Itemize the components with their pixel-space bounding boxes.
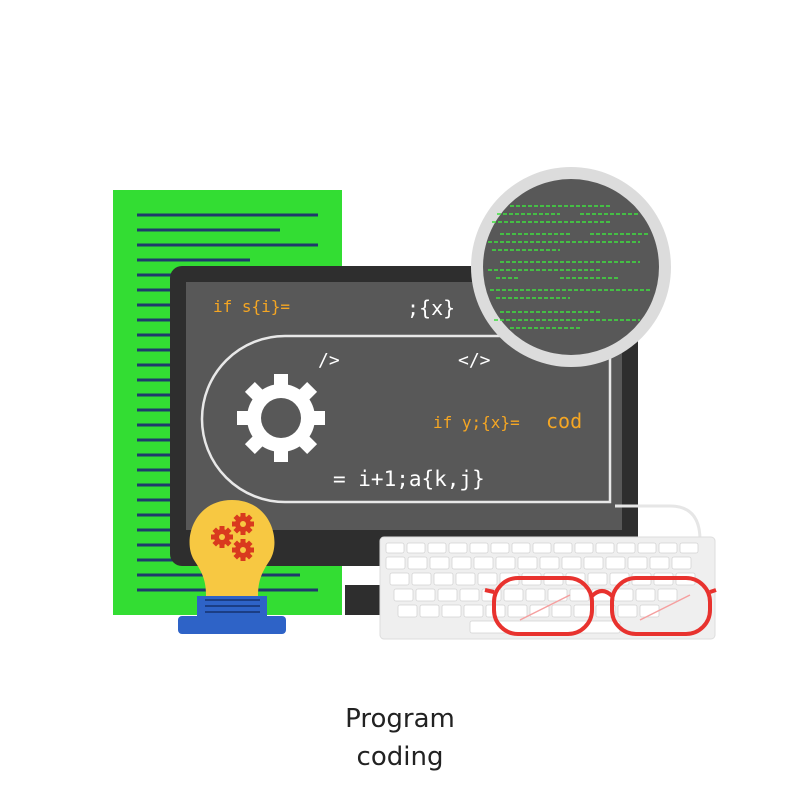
glasses xyxy=(484,576,717,636)
keyboard-key xyxy=(406,542,426,554)
keyboard-key xyxy=(441,604,462,618)
caption: Program coding xyxy=(0,700,800,776)
keyboard-key xyxy=(525,588,546,602)
keyboard-key xyxy=(539,556,560,570)
code-track xyxy=(200,334,612,504)
keyboard-key xyxy=(574,542,594,554)
keyboard-key xyxy=(490,542,510,554)
keyboard-key xyxy=(389,572,410,586)
keyboard-key xyxy=(547,588,568,602)
keyboard-key xyxy=(473,556,494,570)
lens-code-lines xyxy=(488,205,650,329)
document-text-lines xyxy=(137,213,318,592)
bulb-socket-threads xyxy=(205,599,260,613)
keyboard-key xyxy=(427,542,447,554)
keyboard-key xyxy=(517,556,538,570)
glasses-left-temple xyxy=(484,588,495,594)
keyboard-key xyxy=(503,588,524,602)
code-line-4: = i+1;a{k,j} xyxy=(333,467,485,491)
code-tag-close: </> xyxy=(458,350,491,371)
keyboard-key xyxy=(595,542,615,554)
keyboard-key xyxy=(495,556,516,570)
code-line-1-right: ;{x} xyxy=(407,296,455,320)
glasses-right-lens xyxy=(610,576,712,636)
code-line-3-left: if y;{x}= xyxy=(433,413,520,432)
keyboard-key xyxy=(477,572,498,586)
keyboard-key xyxy=(455,572,476,586)
code-line-3-right: cod xyxy=(546,409,582,433)
keyboard-spacebar xyxy=(469,620,621,634)
keyboard-key xyxy=(532,542,552,554)
keyboard-key xyxy=(605,556,626,570)
bulb-stand-plate xyxy=(178,616,286,634)
glasses-reflection xyxy=(519,594,691,621)
magnifier-lens xyxy=(471,167,671,367)
glasses-right-temple xyxy=(709,588,717,594)
keyboard-key xyxy=(658,542,678,554)
keyboard-key xyxy=(617,604,638,618)
keyboard-key xyxy=(451,556,472,570)
keyboard-key xyxy=(433,572,454,586)
keyboard-key xyxy=(463,604,484,618)
keyboard-key xyxy=(407,556,428,570)
keyboard-key xyxy=(551,604,572,618)
idea-bulb xyxy=(178,500,286,634)
keyboard-key xyxy=(411,572,432,586)
keyboard-key xyxy=(561,556,582,570)
keyboard-key xyxy=(385,542,405,554)
keyboard-key xyxy=(511,542,531,554)
keyboard-key xyxy=(671,556,692,570)
caption-line-1: Program xyxy=(345,704,455,734)
keyboard-cable xyxy=(615,504,702,541)
keyboard-key xyxy=(415,588,436,602)
gear-icon-red xyxy=(211,513,254,561)
keyboard-key xyxy=(385,556,406,570)
keyboard-key xyxy=(397,604,418,618)
glasses-left-lens xyxy=(492,576,594,636)
keyboard-key xyxy=(507,604,528,618)
gear-icon xyxy=(237,374,325,462)
keyboard-key xyxy=(459,588,480,602)
keyboard-key xyxy=(583,556,604,570)
keyboard-key xyxy=(587,572,608,586)
keyboard-key xyxy=(569,588,590,602)
code-tag-self-close: /> xyxy=(318,350,340,371)
keyboard-key xyxy=(649,556,670,570)
keyboard-key xyxy=(393,588,414,602)
glasses-bridge xyxy=(590,589,614,598)
keyboard-key xyxy=(429,556,450,570)
keyboard-key xyxy=(637,542,657,554)
keyboard-key xyxy=(419,604,440,618)
keyboard-key xyxy=(657,588,678,602)
monitor-stand xyxy=(345,585,385,615)
caption-line-2: coding xyxy=(356,742,444,772)
keyboard-key xyxy=(469,542,489,554)
keyboard-key xyxy=(448,542,468,554)
keyboard xyxy=(379,536,716,640)
keyboard-key xyxy=(437,588,458,602)
lens-glass xyxy=(483,179,659,355)
code-line-1-left: if s{i}= xyxy=(213,297,290,316)
keyboard-key xyxy=(553,542,573,554)
keyboard-key xyxy=(616,542,636,554)
keyboard-key xyxy=(627,556,648,570)
keyboard-key xyxy=(635,588,656,602)
keyboard-key xyxy=(679,542,699,554)
